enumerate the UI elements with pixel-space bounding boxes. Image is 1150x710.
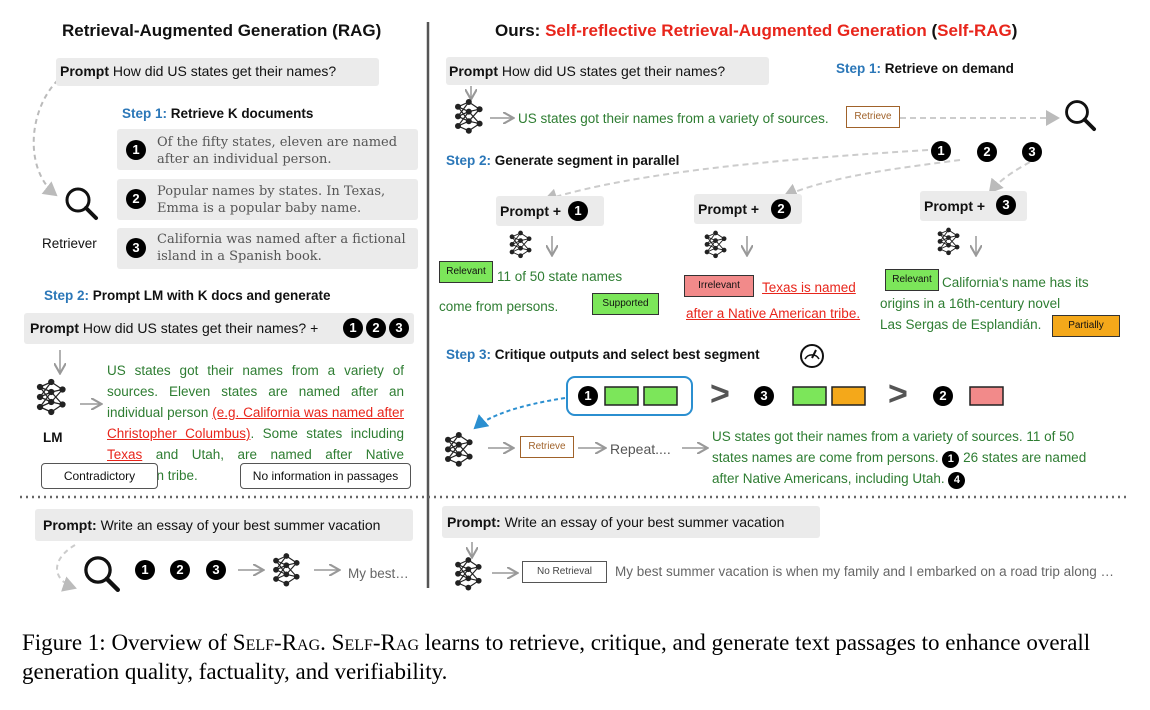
bottom-left-prompt: Prompt: Write an essay of your best summ… xyxy=(43,517,381,533)
bottom-right-output: My best summer vacation is when my famil… xyxy=(615,564,1114,579)
magnifier-icon xyxy=(86,558,118,590)
doc-text-3: California was named after a fictional i… xyxy=(157,232,406,264)
selfrag-prompt-box xyxy=(446,57,769,85)
selfrag-prompt: Prompt How did US states get their names… xyxy=(449,63,726,79)
bottom-left-prompt-box xyxy=(35,509,413,541)
prompt-plus-3: Prompt + xyxy=(924,198,986,214)
doc-text-1: Of the fifty states, eleven are named af… xyxy=(157,135,398,167)
neural-net-icon xyxy=(454,556,483,592)
bottom-num-3: 3 xyxy=(206,560,226,580)
neural-net-icon xyxy=(444,431,474,468)
rank-num-1: 1 xyxy=(578,386,598,406)
rag-prompt: Prompt How did US states get their names… xyxy=(60,63,336,79)
supported-tag: Supported xyxy=(592,293,659,315)
seg2-text-b: after a Native American tribe. xyxy=(686,306,861,321)
bottom-right-prompt-box xyxy=(442,506,820,538)
rag-prompt2: Prompt How did US states get their names… xyxy=(30,320,319,336)
rag-prompt-box xyxy=(56,58,379,86)
no-retrieval-tag: No Retrieval xyxy=(522,561,607,583)
doc-box-2 xyxy=(117,179,418,220)
neural-net-icon xyxy=(36,378,67,416)
rag-step2: Step 2: Prompt LM with K docs and genera… xyxy=(44,288,331,303)
greater-than-2: > xyxy=(888,375,908,413)
neural-net-icon xyxy=(454,98,484,135)
partially-tag: Partially xyxy=(1052,315,1120,337)
seg3-text-b: origins in a 16th-century novel xyxy=(880,296,1061,311)
final-output: US states got their names from a variety… xyxy=(712,426,1122,489)
prompt-plus-1: Prompt + xyxy=(500,203,562,219)
retrieved-num-2: 2 xyxy=(977,142,997,162)
cite-num-4: 4 xyxy=(948,472,966,489)
bottom-num-1: 1 xyxy=(135,560,155,580)
figure-caption: Figure 1: Overview of Self-Rag. Self-Rag… xyxy=(22,630,1091,684)
relevant-tag-3: Relevant xyxy=(885,269,939,291)
prompt-plus-num-1: 1 xyxy=(568,201,588,221)
contradictory-callout: Contradictory xyxy=(41,463,158,489)
rag-title: Retrieval-Augmented Generation (RAG) xyxy=(62,21,382,40)
neural-net-icon xyxy=(509,230,532,259)
selfrag-step1: Step 1: Retrieve on demand xyxy=(836,61,1014,76)
seg3-text-a: California's name has its xyxy=(942,275,1089,290)
doc-box-3 xyxy=(117,228,418,269)
retriever-label: Retriever xyxy=(42,236,97,251)
repeat-label: Repeat.... xyxy=(610,441,671,457)
doc-text-2: Popular names by states. In Texas, Emma … xyxy=(157,184,386,216)
neural-net-icon xyxy=(937,227,960,256)
prompt-plus-num-3: 3 xyxy=(996,195,1016,215)
doc-chip-2: 2 xyxy=(366,318,386,338)
relevant-tag-1: Relevant xyxy=(439,261,493,283)
magnifier-icon xyxy=(65,187,98,220)
prompt-plus-2: Prompt + xyxy=(698,201,760,217)
gauge-icon xyxy=(800,344,824,368)
seg3-text-c: Las Sergas de Esplandián. xyxy=(880,317,1042,332)
rank-num-2: 2 xyxy=(933,386,953,406)
selfrag-step2: Step 2: Generate segment in parallel xyxy=(446,153,680,168)
doc-chip-3: 3 xyxy=(389,318,409,338)
first-segment: US states got their names from a variety… xyxy=(518,111,829,126)
irrelevant-tag: Irrelevant xyxy=(684,275,754,297)
cite-num-1: 1 xyxy=(942,451,960,468)
retrieved-num-1: 1 xyxy=(931,141,951,161)
doc-chip-1: 1 xyxy=(343,318,363,338)
prompt-plus-num-2: 2 xyxy=(771,199,791,219)
bottom-left-output: My best… xyxy=(348,566,409,581)
doc-box-1 xyxy=(117,129,418,170)
greater-than-1: > xyxy=(710,375,730,413)
selfrag-step3: Step 3: Critique outputs and select best… xyxy=(446,347,760,362)
retrieve-tag: Retrieve xyxy=(846,106,900,128)
prompt-text: How did US states get their names? xyxy=(112,63,337,79)
seg1-text-b: come from persons. xyxy=(439,299,559,314)
doc-num-2: 2 xyxy=(126,189,146,209)
doc-num-3: 3 xyxy=(126,238,146,258)
no-info-callout: No information in passages xyxy=(240,463,411,489)
seg1-text-a: 11 of 50 state names xyxy=(497,269,623,284)
neural-net-icon xyxy=(704,230,727,259)
prompt-label: Prompt xyxy=(60,63,109,79)
bottom-right-prompt: Prompt: Write an essay of your best summ… xyxy=(447,514,785,530)
seg2-text-a: Texas is named xyxy=(762,280,856,295)
rag-step1: Step 1: Retrieve K documents xyxy=(122,106,314,121)
retrieve-tag-2: Retrieve xyxy=(520,436,574,458)
doc-num-1: 1 xyxy=(126,140,146,160)
bottom-num-2: 2 xyxy=(170,560,190,580)
rank-num-3: 3 xyxy=(754,386,774,406)
magnifier-icon xyxy=(1064,99,1096,132)
retrieved-num-3: 3 xyxy=(1022,142,1042,162)
selfrag-title: Ours: Self-reflective Retrieval-Augmente… xyxy=(495,21,1018,40)
lm-label: LM xyxy=(43,430,63,445)
neural-net-icon xyxy=(272,552,301,588)
